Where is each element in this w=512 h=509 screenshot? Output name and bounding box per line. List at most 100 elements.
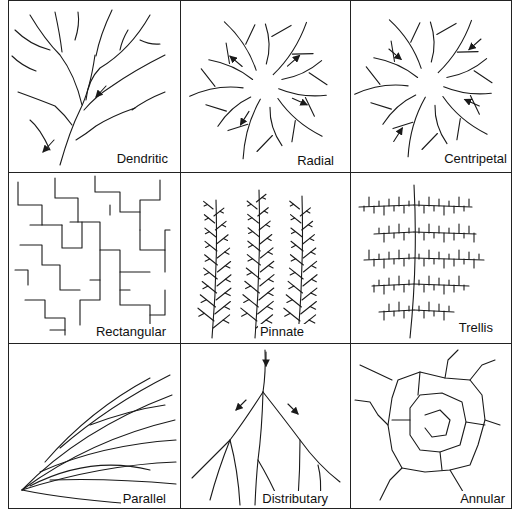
pattern-panel: Rectangular <box>8 172 181 344</box>
stream-line <box>292 98 307 105</box>
stream-line <box>268 266 273 268</box>
stream-line <box>433 233 434 238</box>
pattern-panel: Centripetal <box>350 0 512 173</box>
stream-line <box>448 254 449 259</box>
annular-pattern <box>355 350 500 505</box>
stream-line <box>268 279 273 282</box>
stream-line <box>418 306 419 311</box>
stream-line <box>266 225 270 227</box>
stream-line <box>408 280 409 285</box>
stream-line <box>468 252 469 259</box>
stream-line <box>230 56 242 66</box>
stream-line <box>393 122 413 128</box>
stream-line <box>204 204 207 206</box>
stream-line <box>463 233 464 238</box>
stream-line <box>393 285 394 290</box>
stream-line <box>474 71 492 83</box>
stream-line <box>246 25 255 45</box>
stream-line <box>473 233 474 242</box>
stream-line <box>241 308 257 321</box>
stream-line <box>311 252 315 254</box>
stream-line <box>278 99 322 137</box>
dendritic-pattern <box>12 10 165 165</box>
stream-line <box>468 199 469 206</box>
stream-line <box>403 233 404 240</box>
stream-line <box>225 252 229 254</box>
stream-line <box>248 204 252 206</box>
stream-line <box>259 288 274 300</box>
stream-line <box>423 206 424 213</box>
stream-line <box>408 306 409 311</box>
stream-line <box>414 205 472 207</box>
stream-line <box>418 228 419 233</box>
stream-line <box>414 284 469 286</box>
stream-line <box>309 320 315 323</box>
stream-line <box>288 281 302 293</box>
stream-line <box>303 235 315 244</box>
stream-line <box>198 308 214 321</box>
stream-line <box>418 280 419 285</box>
stream-line <box>291 241 303 251</box>
stream-line <box>443 97 487 135</box>
stream-line <box>284 308 300 321</box>
pattern-label: Rectangular <box>94 324 168 339</box>
stream-line <box>265 24 269 64</box>
stream-line <box>398 224 399 233</box>
stream-line <box>373 285 374 292</box>
stream-line <box>241 111 250 125</box>
stream-line <box>383 259 384 268</box>
stream-line <box>398 197 399 206</box>
pattern-panel: Radial <box>180 0 351 173</box>
stream-line <box>463 206 464 211</box>
pattern-panel: Parallel <box>8 343 181 509</box>
stream-line <box>383 233 384 242</box>
stream-line <box>383 311 384 320</box>
stream-line <box>366 67 380 85</box>
stream-line <box>428 224 429 233</box>
stream-line <box>438 252 439 259</box>
stream-line <box>443 233 444 242</box>
stream-line <box>215 302 231 315</box>
stream-line <box>291 259 296 261</box>
stream-line <box>435 105 447 143</box>
pattern-label: Distributary <box>260 491 330 506</box>
stream-line <box>260 261 274 272</box>
radial-pattern <box>190 22 327 159</box>
stream-line <box>433 206 434 211</box>
stream-line <box>388 304 389 311</box>
stream-line <box>258 301 274 314</box>
stream-line <box>292 232 296 234</box>
stream-line <box>473 259 474 268</box>
stream-line <box>248 241 260 251</box>
stream-line <box>272 25 291 36</box>
stream-line <box>242 313 248 316</box>
stream-line <box>468 226 469 233</box>
stream-line <box>408 201 409 206</box>
stream-line <box>308 225 312 227</box>
pattern-label: Dendritic <box>115 151 170 166</box>
stream-line <box>428 302 429 311</box>
stream-line <box>422 134 437 150</box>
stream-line <box>448 201 449 206</box>
stream-line <box>311 293 316 296</box>
stream-line <box>257 136 272 152</box>
stream-line <box>448 306 449 311</box>
stream-line <box>372 284 414 286</box>
pattern-panel: Distributary <box>180 343 351 509</box>
stream-line <box>378 201 379 206</box>
stream-line <box>457 51 478 53</box>
stream-line <box>388 226 389 233</box>
stream-line <box>291 228 302 237</box>
stream-line <box>438 20 471 72</box>
stream-line <box>217 275 231 286</box>
stream-line <box>243 295 258 307</box>
stream-line <box>222 225 226 227</box>
stream-line <box>448 280 449 285</box>
stream-line <box>408 97 425 157</box>
distributary-pattern <box>192 350 340 505</box>
stream-line <box>383 95 416 124</box>
stream-line <box>260 275 274 286</box>
stream-line <box>262 197 265 199</box>
stream-line <box>398 302 399 311</box>
stream-line <box>428 250 429 259</box>
